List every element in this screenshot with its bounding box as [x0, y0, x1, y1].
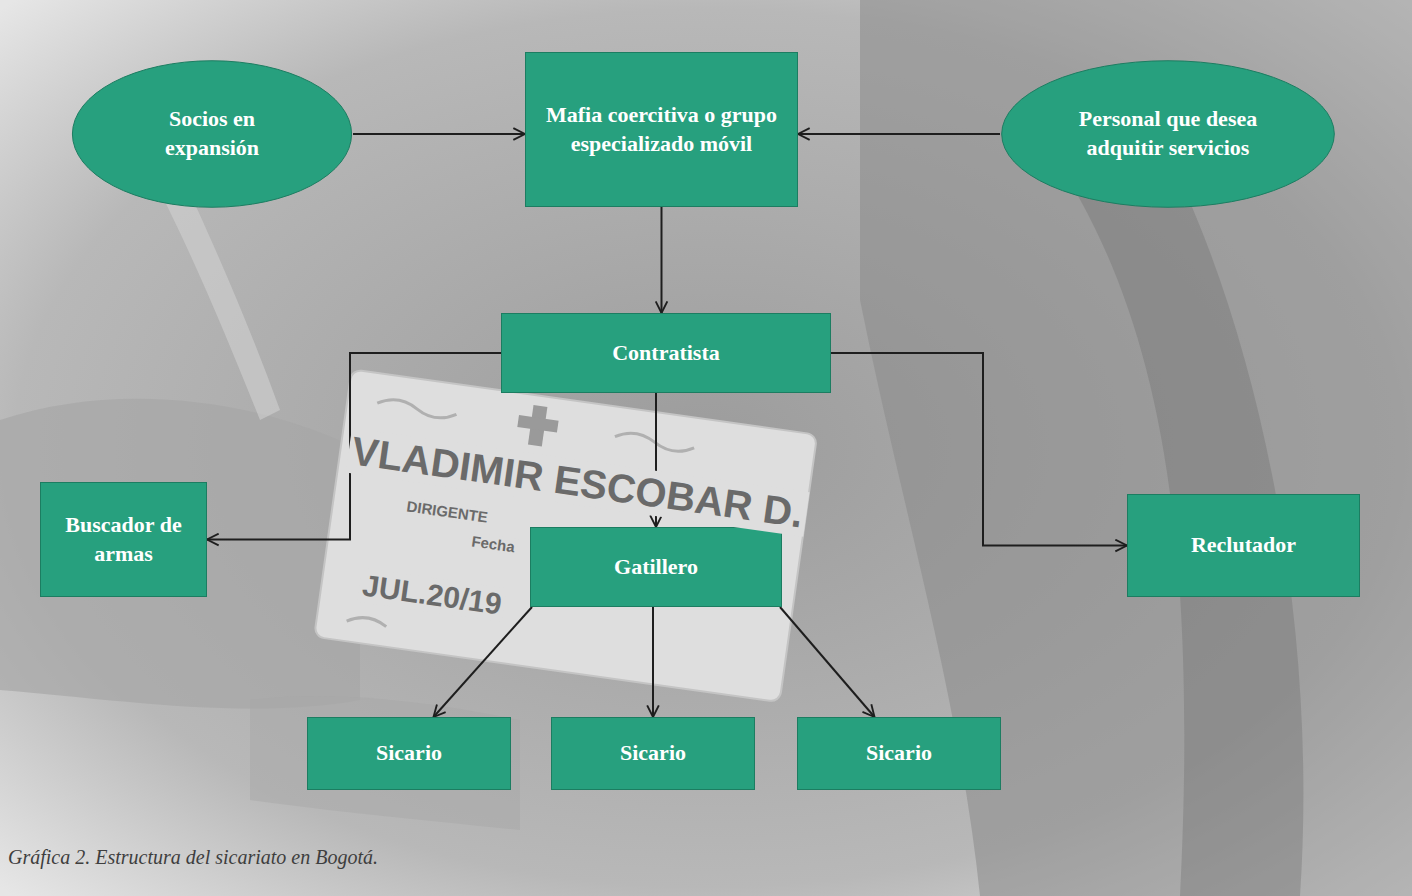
- role-box: Mafia coercitiva o grupo especializado m…: [525, 52, 798, 207]
- role-box: Sicario: [307, 717, 511, 790]
- node-label: Sicario: [376, 739, 442, 768]
- role-box: Sicario: [551, 717, 755, 790]
- node-label: Sicario: [620, 739, 686, 768]
- flow-arrow: [661, 207, 663, 313]
- node-label: Sicario: [866, 739, 932, 768]
- node-label: Socios en expansión: [127, 105, 297, 162]
- flow-arrow: [798, 133, 1000, 135]
- flow-arrow: [434, 607, 533, 717]
- role-box: Buscador de armas: [40, 482, 207, 597]
- node-label: Contratista: [612, 339, 720, 368]
- role-box: Sicario: [797, 717, 1001, 790]
- role-box: Contratista: [501, 313, 831, 393]
- node-label: Buscador de armas: [53, 511, 194, 568]
- flow-arrow: [353, 133, 525, 135]
- node-label: Mafia coercitiva o grupo especializado m…: [540, 101, 783, 158]
- figure-caption: Gráfica 2. Estructura del sicariato en B…: [8, 846, 378, 869]
- role-box: Gatillero: [530, 527, 782, 607]
- flow-arrow: [831, 353, 1127, 546]
- actor-ellipse: Socios en expansión: [71, 60, 353, 208]
- flow-arrow: [780, 607, 875, 717]
- actor-ellipse: Personal que desea adquitir servicios: [1000, 60, 1336, 208]
- ellipse-outline: [1000, 60, 1336, 208]
- node-label: Gatillero: [614, 553, 698, 582]
- node-label: Personal que desea adquitir servicios: [1062, 105, 1274, 162]
- role-box: Reclutador: [1127, 494, 1360, 597]
- ellipse-outline: [71, 60, 353, 208]
- flow-arrow: [652, 607, 654, 717]
- node-label: Reclutador: [1191, 531, 1296, 560]
